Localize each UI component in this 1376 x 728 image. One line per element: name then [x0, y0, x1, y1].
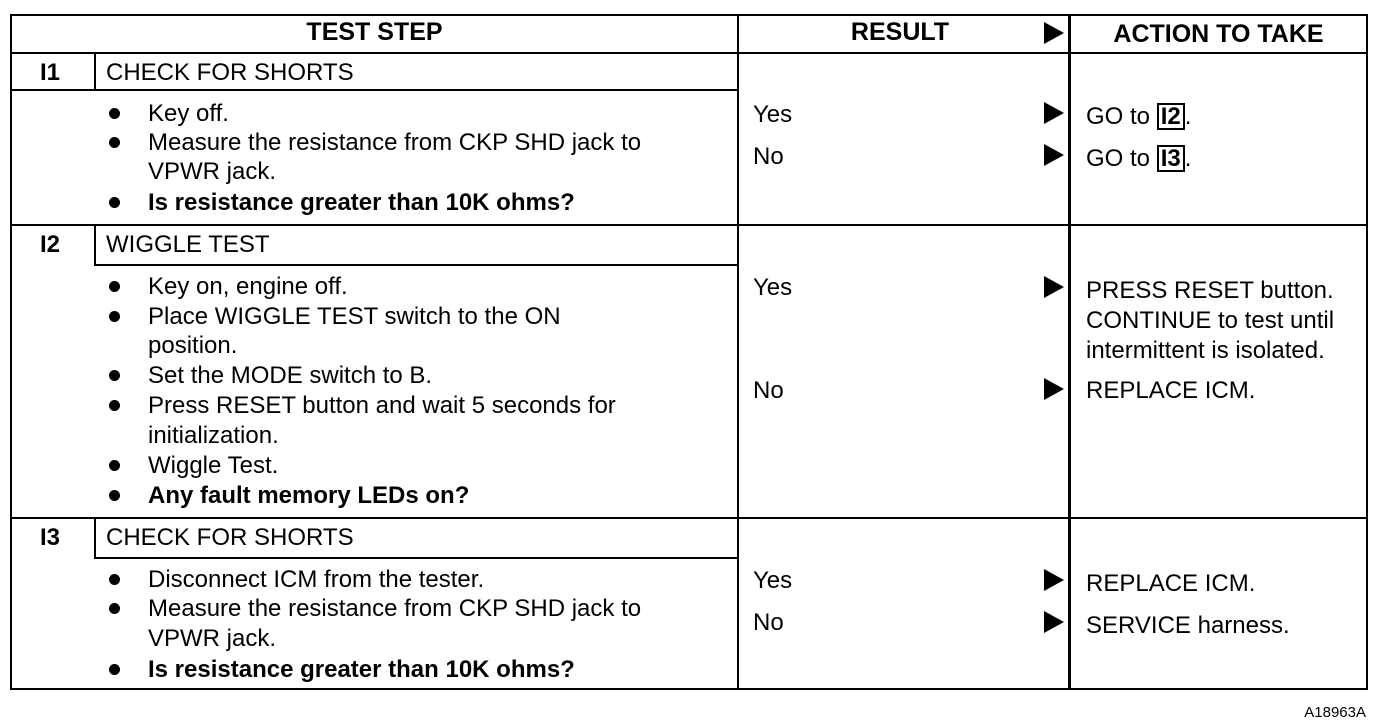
bullet-icon — [109, 460, 120, 471]
step-id: I2 — [40, 231, 61, 258]
header-test-step: TEST STEP — [306, 18, 443, 46]
bullet-icon — [109, 137, 120, 148]
step-bullet-continuation: position. — [148, 332, 238, 359]
step-title-underline-3 — [95, 557, 738, 559]
action-text: REPLACE ICM. — [1086, 377, 1256, 404]
table-bottom-border — [10, 688, 1368, 690]
step-reference: I3 — [1156, 145, 1185, 172]
figure-id: A18963A — [1304, 704, 1366, 721]
result-no: No — [753, 609, 784, 636]
step-title-underline-1 — [10, 89, 738, 91]
result-yes: Yes — [753, 274, 793, 301]
action-text: REPLACE ICM. — [1086, 570, 1256, 597]
result-no: No — [753, 377, 784, 404]
step-id-separator-2 — [94, 224, 96, 266]
action-goto-i2: GO to I2. — [1086, 102, 1191, 131]
step-bullet-continuation: VPWR jack. — [148, 158, 277, 185]
step-reference: I2 — [1156, 103, 1185, 130]
step-id-separator-3 — [94, 517, 96, 559]
header-divider — [10, 52, 1368, 54]
step-question: Is resistance greater than 10K ohms? — [148, 189, 575, 216]
step-title-underline-2 — [95, 264, 738, 266]
bullet-icon — [109, 574, 120, 585]
bullet-icon — [109, 664, 120, 675]
bullet-icon — [109, 311, 120, 322]
step-title: CHECK FOR SHORTS — [106, 59, 354, 86]
bullet-icon — [109, 490, 120, 501]
arrow-icon — [1044, 378, 1064, 400]
table-right-border — [1366, 14, 1368, 690]
col-separator-action — [1068, 14, 1071, 690]
col-separator-result — [737, 14, 739, 690]
arrow-icon — [1044, 102, 1064, 124]
action-text: CONTINUE to test until — [1086, 307, 1335, 334]
step-bullet-continuation: initialization. — [148, 422, 279, 449]
bullet-icon — [109, 108, 120, 119]
header-action: ACTION TO TAKE — [1113, 20, 1324, 48]
step-title: CHECK FOR SHORTS — [106, 524, 354, 551]
step-question: Any fault memory LEDs on? — [148, 482, 470, 509]
action-text: SERVICE harness. — [1086, 612, 1290, 639]
header-result: RESULT — [850, 18, 950, 46]
step-question: Is resistance greater than 10K ohms? — [148, 656, 575, 683]
bullet-icon — [109, 400, 120, 411]
step-bullet: Measure the resistance from CKP SHD jack… — [148, 595, 642, 622]
action-suffix: . — [1184, 145, 1192, 172]
step-title: WIGGLE TEST — [106, 231, 270, 258]
bullet-icon — [109, 197, 120, 208]
step-bullet: Press RESET button and wait 5 seconds fo… — [148, 392, 616, 419]
table-top-border — [10, 14, 1368, 16]
result-yes: Yes — [753, 567, 793, 594]
bullet-icon — [109, 370, 120, 381]
section-divider-1 — [10, 224, 1368, 226]
action-prefix: GO to — [1086, 103, 1157, 130]
step-bullet: Key on, engine off. — [148, 273, 348, 300]
step-id: I3 — [40, 524, 61, 551]
result-no: No — [753, 143, 784, 170]
step-bullet: Key off. — [148, 100, 229, 127]
action-text: PRESS RESET button. — [1086, 277, 1334, 304]
step-bullet: Place WIGGLE TEST switch to the ON — [148, 303, 561, 330]
action-prefix: GO to — [1086, 145, 1157, 172]
arrow-icon — [1044, 611, 1064, 633]
step-bullet-continuation: VPWR jack. — [148, 625, 277, 652]
arrow-icon — [1044, 276, 1064, 298]
step-bullet: Set the MODE switch to B. — [148, 362, 433, 389]
result-yes: Yes — [753, 101, 793, 128]
arrow-icon — [1044, 22, 1064, 44]
action-text: intermittent is isolated. — [1086, 337, 1325, 364]
arrow-icon — [1044, 569, 1064, 591]
arrow-icon — [1044, 144, 1064, 166]
action-suffix: . — [1184, 103, 1192, 130]
step-id-separator-1 — [94, 52, 96, 90]
step-bullet: Wiggle Test. — [148, 452, 279, 479]
step-bullet: Measure the resistance from CKP SHD jack… — [148, 129, 642, 156]
table-left-border — [10, 14, 12, 690]
section-divider-2 — [10, 517, 1368, 519]
step-id: I1 — [40, 59, 61, 86]
action-goto-i3: GO to I3. — [1086, 144, 1191, 173]
step-bullet: Disconnect ICM from the tester. — [148, 566, 485, 593]
bullet-icon — [109, 603, 120, 614]
bullet-icon — [109, 281, 120, 292]
